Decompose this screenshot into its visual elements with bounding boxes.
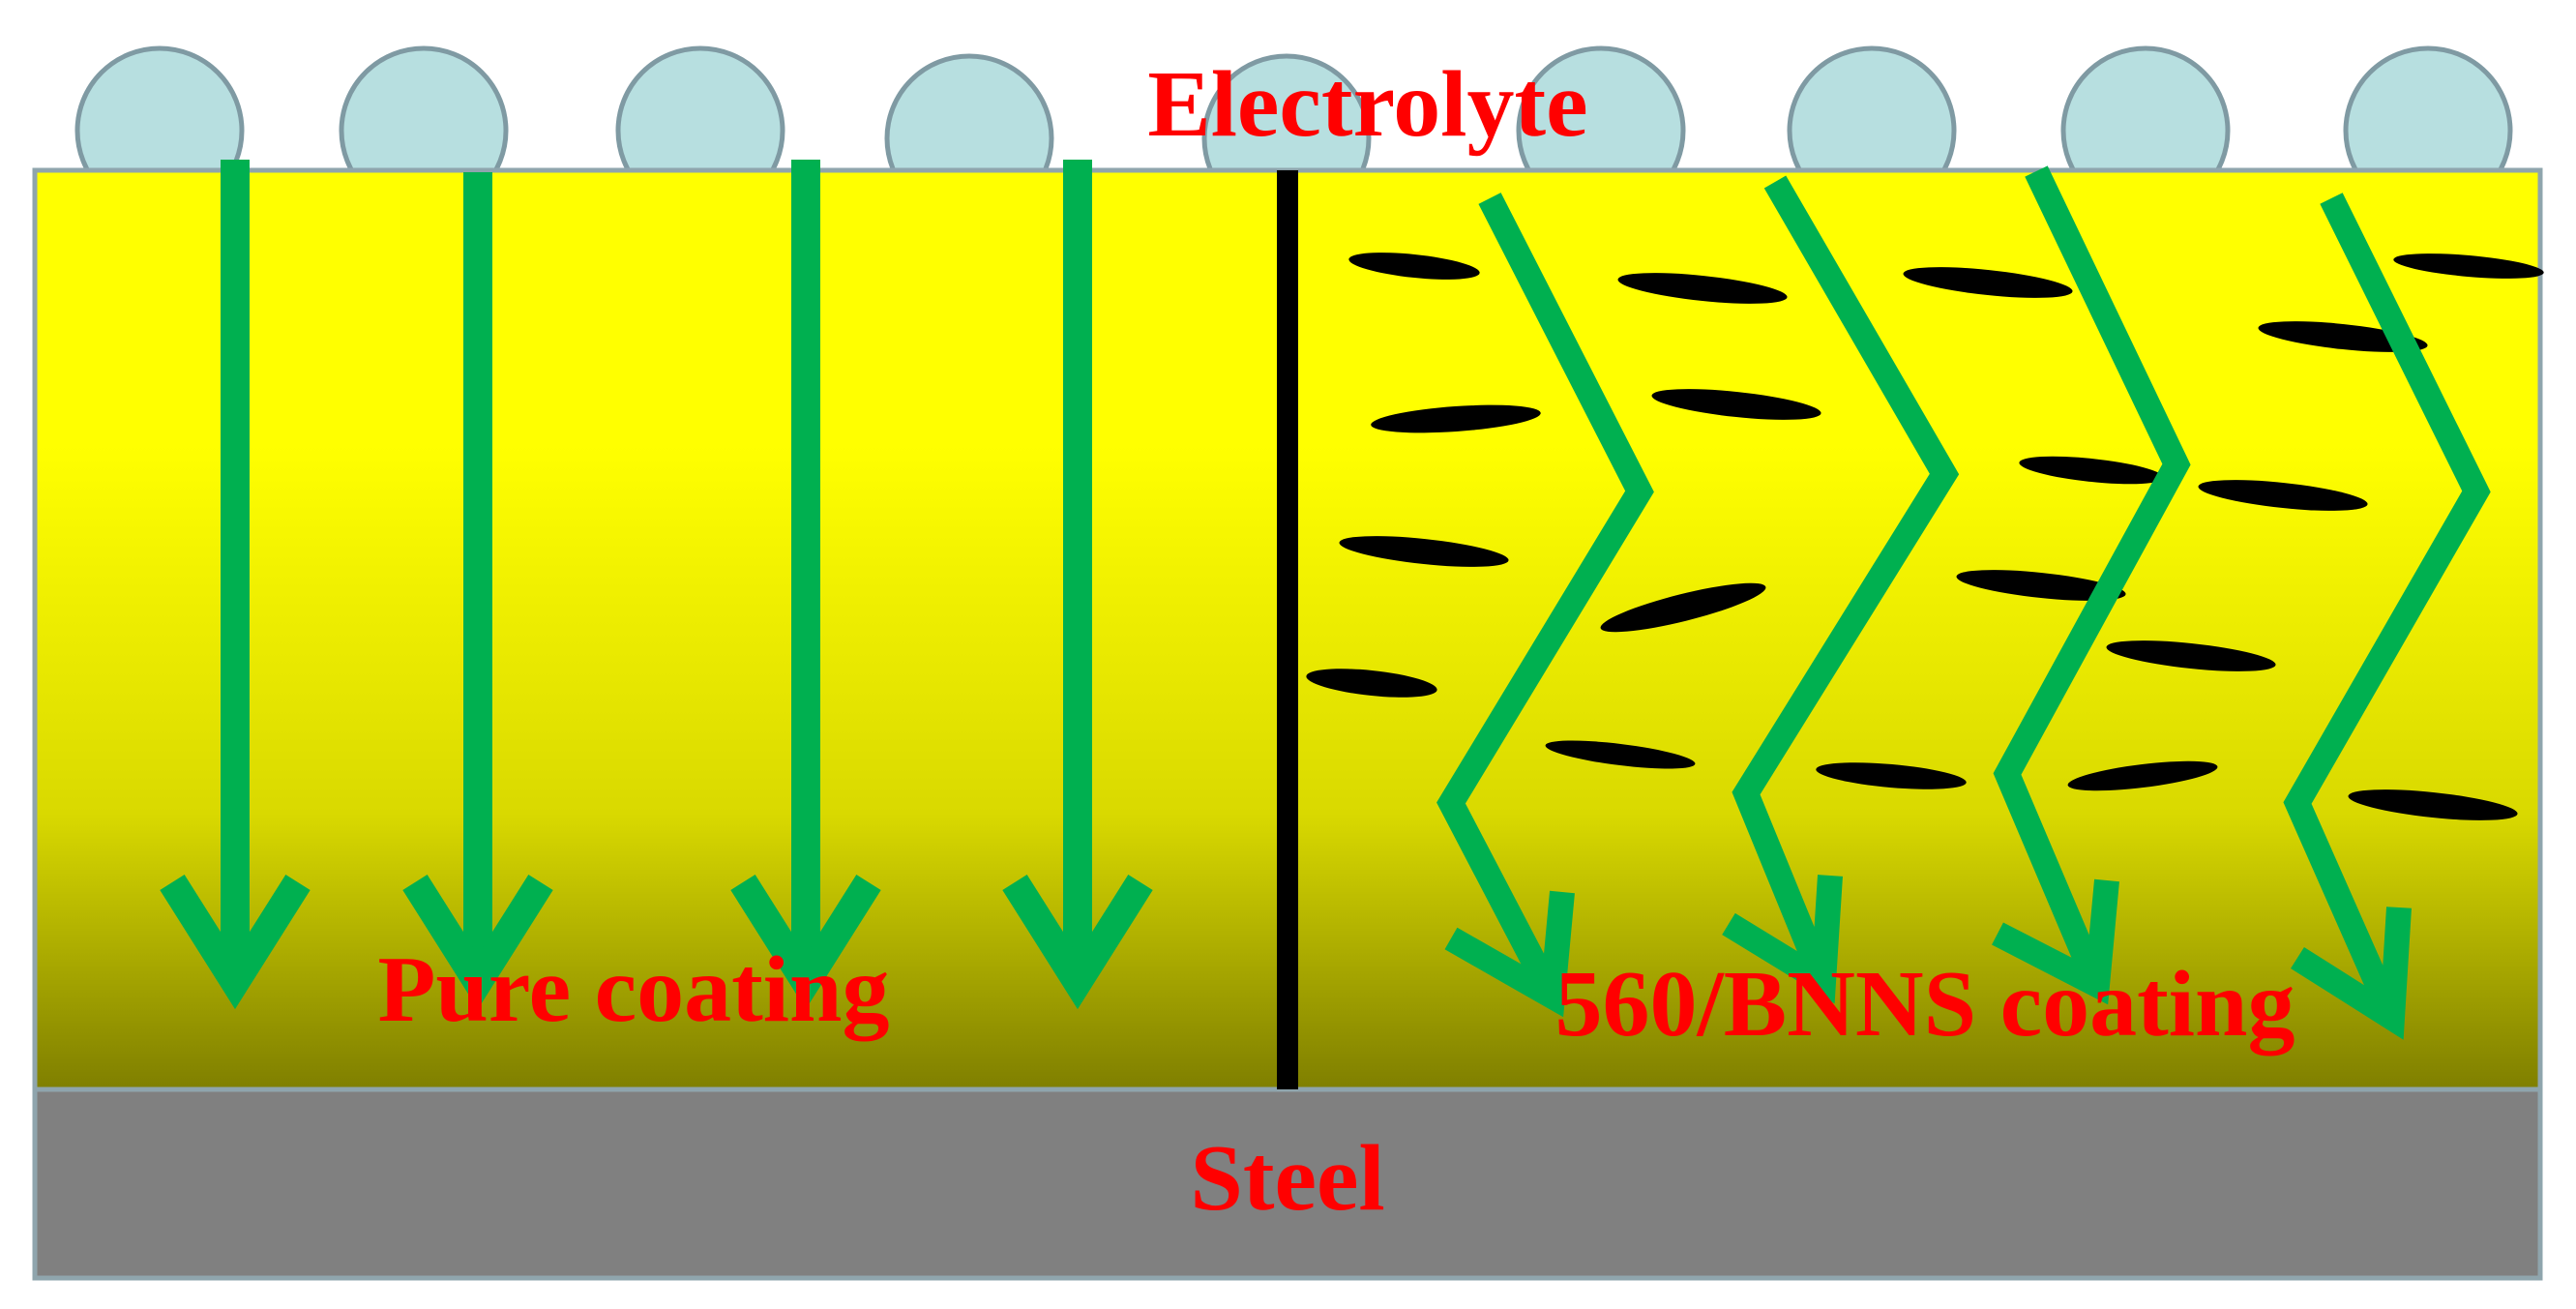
bnns-flake xyxy=(2348,789,2518,820)
tortuous-diffusion-arrow xyxy=(1436,193,1654,1018)
bnns-flake xyxy=(1651,389,1821,420)
bnns-flake xyxy=(1371,404,1541,433)
bnns-flakes xyxy=(1306,253,2544,820)
composite-coating-label: 560/BNNS coating xyxy=(1554,952,2295,1056)
bnns-flake xyxy=(2019,456,2164,485)
tortuous-diffusion-arrow xyxy=(1722,175,1960,1004)
bnns-flake xyxy=(1348,253,1480,280)
bnns-flake xyxy=(1339,536,1509,567)
bnns-flake xyxy=(1617,273,1788,304)
straight-diffusion-arrow xyxy=(402,172,553,1010)
tortuous-diffusion-arrow xyxy=(1992,165,2191,1005)
pure-coating-diffusion-paths xyxy=(160,160,1153,1010)
bnns-flake xyxy=(1545,740,1696,769)
bnns-flake xyxy=(1903,267,2073,298)
steel-label: Steel xyxy=(1190,1126,1384,1231)
bnns-flake xyxy=(2106,640,2276,671)
bnns-flake xyxy=(2393,253,2544,279)
bnns-flake xyxy=(1600,582,1766,633)
straight-diffusion-arrow xyxy=(160,160,311,1010)
electrolyte-label: Electrolyte xyxy=(1147,52,1587,157)
bnns-flake xyxy=(1306,669,1437,698)
bnns-flake xyxy=(2067,760,2218,791)
composite-coating-diffusion-paths xyxy=(1436,165,2491,1040)
steel-substrate xyxy=(32,1086,2543,1281)
bnns-flake xyxy=(2198,480,2368,511)
bnns-flake xyxy=(1956,570,2126,601)
straight-diffusion-arrow xyxy=(1002,160,1153,1010)
tortuous-diffusion-arrow xyxy=(2283,193,2491,1040)
bnns-flake xyxy=(2258,321,2428,352)
pure-coating-label: Pure coating xyxy=(378,937,890,1042)
straight-diffusion-arrow xyxy=(730,160,881,1010)
bnns-flake xyxy=(1816,762,1967,789)
